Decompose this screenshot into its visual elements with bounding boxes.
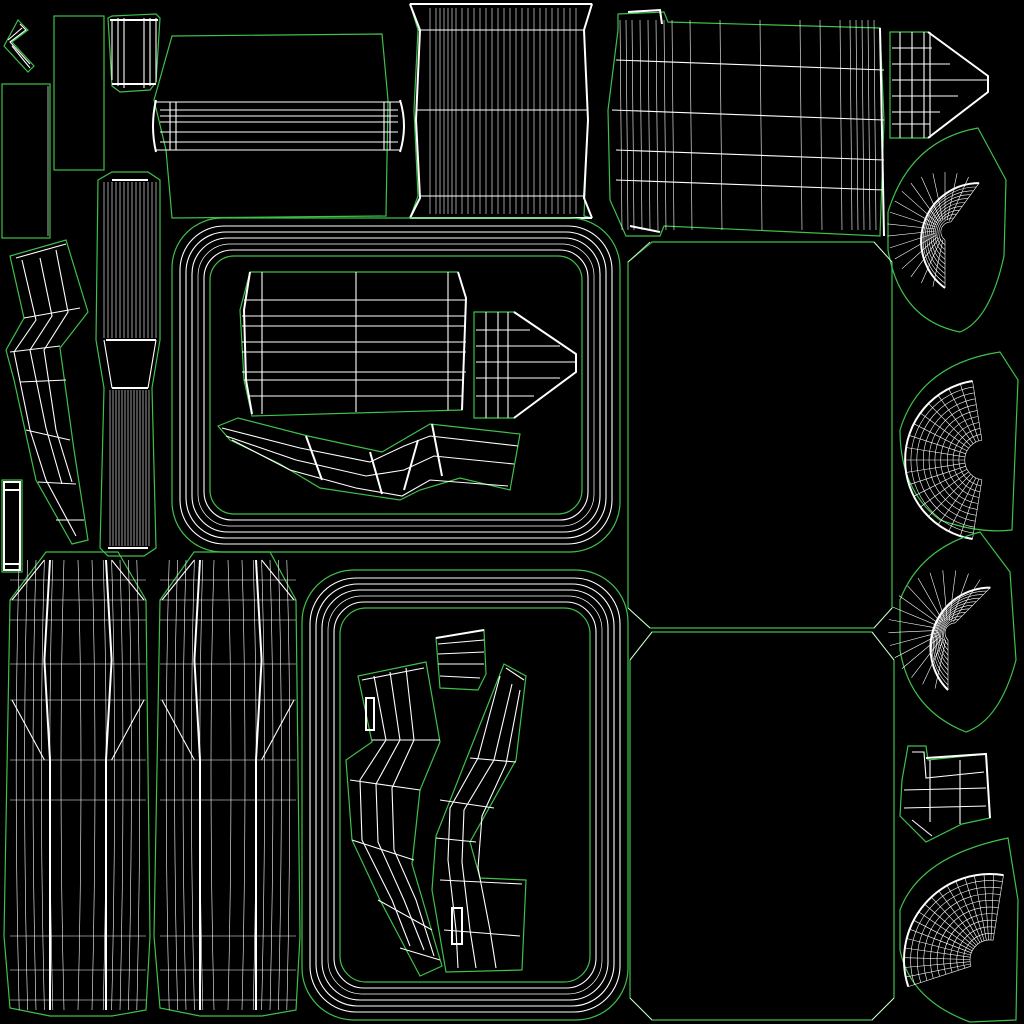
bent-tube-left — [5, 239, 89, 545]
fan-disc-right-2 — [899, 351, 1019, 540]
leg-guard-left — [3, 551, 151, 1017]
cone-cap-top-right — [889, 31, 989, 139]
panel-black-upper — [627, 241, 893, 629]
strip-left-2 — [53, 15, 105, 171]
clip-inner-lower — [435, 629, 487, 691]
rounded-frame-lower — [301, 569, 629, 1021]
rounded-frame-upper — [171, 217, 621, 553]
bracket-small-right — [899, 745, 991, 843]
capsule-top — [152, 33, 405, 219]
bent-tube-lower-b — [431, 663, 527, 973]
fan-disc-right-3 — [888, 531, 1017, 733]
elbow-small-top-left — [3, 19, 35, 73]
cylinder-inner — [239, 271, 468, 417]
strip-left — [1, 83, 51, 239]
bent-tube-inner — [216, 417, 521, 501]
cylinder-ribbed-top — [409, 3, 593, 219]
collar-top — [107, 13, 161, 93]
pipe-long-vertical — [95, 171, 161, 557]
cylinder-large-top-right — [607, 8, 885, 237]
bent-tube-lower-a — [345, 661, 443, 977]
leg-guard-right — [153, 551, 301, 1017]
fan-disc-right-4 — [899, 837, 1019, 1023]
cone-inner — [473, 311, 577, 419]
small-tab-left — [1, 479, 23, 573]
fan-disc-right-1 — [887, 127, 1007, 333]
panel-black-lower — [629, 631, 895, 1021]
